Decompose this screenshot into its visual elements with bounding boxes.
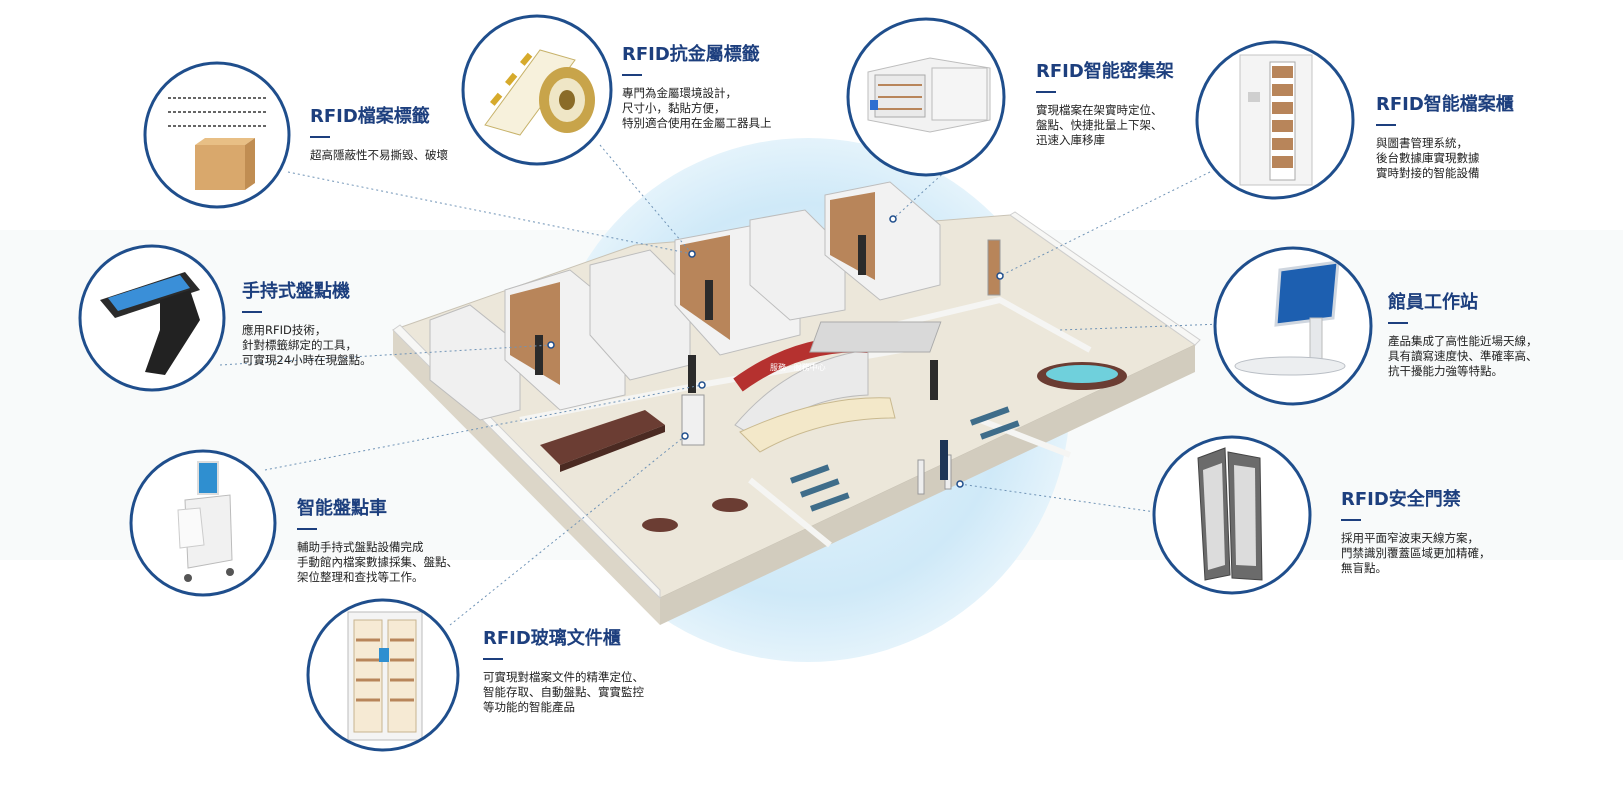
title-underline	[297, 528, 317, 530]
callout-handheld-reader: 手持式盤點機 應用RFID技術， 針對標籤綁定的工具， 可實現24小時在現盤點。	[242, 277, 372, 368]
callout-title: 手持式盤點機	[242, 281, 350, 302]
callout-desc: 與圖書管理系統， 後台數據庫實現數據 實時對接的智能設備	[1376, 136, 1480, 180]
waiting-bench-icon	[790, 406, 1020, 512]
service-desk-sign: 服務 · 服務中心	[770, 362, 826, 372]
callout-title: 智能盤點車	[297, 498, 387, 519]
callout-desc: 實現檔案在架實時定位、 盤點、快捷批量上下架、 迅速入庫移庫	[1036, 103, 1163, 147]
callout-title: RFID抗金屬標籤	[622, 44, 760, 65]
title-underline	[483, 658, 503, 660]
workstation-monitor-icon	[1213, 246, 1373, 406]
label-roll-icon	[461, 14, 613, 166]
callout-title: RFID玻璃文件櫃	[483, 628, 621, 649]
callout-title: RFID智能密集架	[1036, 61, 1174, 82]
callout-desc: 輔助手持式盤點設備完成 手動館內檔案數據採集、盤點、 架位整理和查找等工作。	[297, 540, 458, 584]
handheld-reader-icon	[78, 244, 226, 392]
title-underline	[622, 74, 642, 76]
archive-cabinet-icon	[1195, 40, 1355, 200]
callout-title: 館員工作站	[1388, 292, 1478, 313]
callout-rfid-smart-cabinet: RFID智能檔案櫃 與圖書管理系統， 後台數據庫實現數據 實時對接的智能設備	[1376, 90, 1514, 181]
callout-rfid-metal-tag: RFID抗金屬標籤 專門為金屬環境設計， 尺寸小，黏貼方便， 特別適合使用在金屬…	[622, 40, 772, 131]
tag-strip-and-box-icon	[143, 61, 291, 209]
callout-rfid-archive-tag: RFID檔案標籤 超高隱蔽性不易撕毀、破壞	[310, 102, 448, 163]
title-underline	[1376, 124, 1396, 126]
title-underline	[1341, 519, 1361, 521]
mobile-shelving-icon	[846, 17, 1006, 177]
callout-desc: 應用RFID技術， 針對標籤綁定的工具， 可實現24小時在現盤點。	[242, 323, 372, 367]
callout-desc: 專門為金屬環境設計， 尺寸小，黏貼方便， 特別適合使用在金屬工器具上	[622, 86, 772, 130]
title-underline	[310, 136, 330, 138]
callout-desc: 超高隱蔽性不易撕毀、破壞	[310, 148, 448, 162]
callout-desc: 產品集成了高性能近場天線， 具有讀寫速度快、準確率高、 抗干擾能力強等特點。	[1388, 334, 1538, 378]
person-icon	[535, 235, 948, 480]
reading-desks	[540, 410, 665, 472]
callout-title: RFID檔案標籤	[310, 106, 430, 127]
callout-desc: 採用平面窄波束天線方案， 門禁識別覆蓋區域更加精確， 無盲點。	[1341, 531, 1491, 575]
callout-staff-workstation: 館員工作站 產品集成了高性能近場天線， 具有讀寫速度快、準確率高、 抗干擾能力強…	[1388, 288, 1538, 379]
title-underline	[1036, 91, 1056, 93]
glass-cabinet-icon	[306, 598, 460, 752]
callout-glass-cabinet: RFID玻璃文件櫃 可實現對檔案文件的精準定位、 智能存取、自動盤點、實實監控 …	[483, 624, 644, 715]
callout-security-gate: RFID安全門禁 採用平面窄波束天線方案， 門禁識別覆蓋區域更加精確， 無盲點。	[1341, 485, 1491, 576]
callout-desc: 可實現對檔案文件的精準定位、 智能存取、自動盤點、實實監控 等功能的智能產品	[483, 670, 644, 714]
inventory-cart-icon	[129, 449, 277, 597]
callout-rfid-smart-shelf: RFID智能密集架 實現檔案在架實時定位、 盤點、快捷批量上下架、 迅速入庫移庫	[1036, 57, 1174, 148]
security-gate-icon	[1152, 435, 1312, 595]
callout-title: RFID安全門禁	[1341, 489, 1461, 510]
title-underline	[1388, 322, 1408, 324]
title-underline	[242, 311, 262, 313]
callout-title: RFID智能檔案櫃	[1376, 94, 1514, 115]
callout-inventory-cart: 智能盤點車 輔助手持式盤點設備完成 手動館內檔案數據採集、盤點、 架位整理和查找…	[297, 494, 458, 585]
